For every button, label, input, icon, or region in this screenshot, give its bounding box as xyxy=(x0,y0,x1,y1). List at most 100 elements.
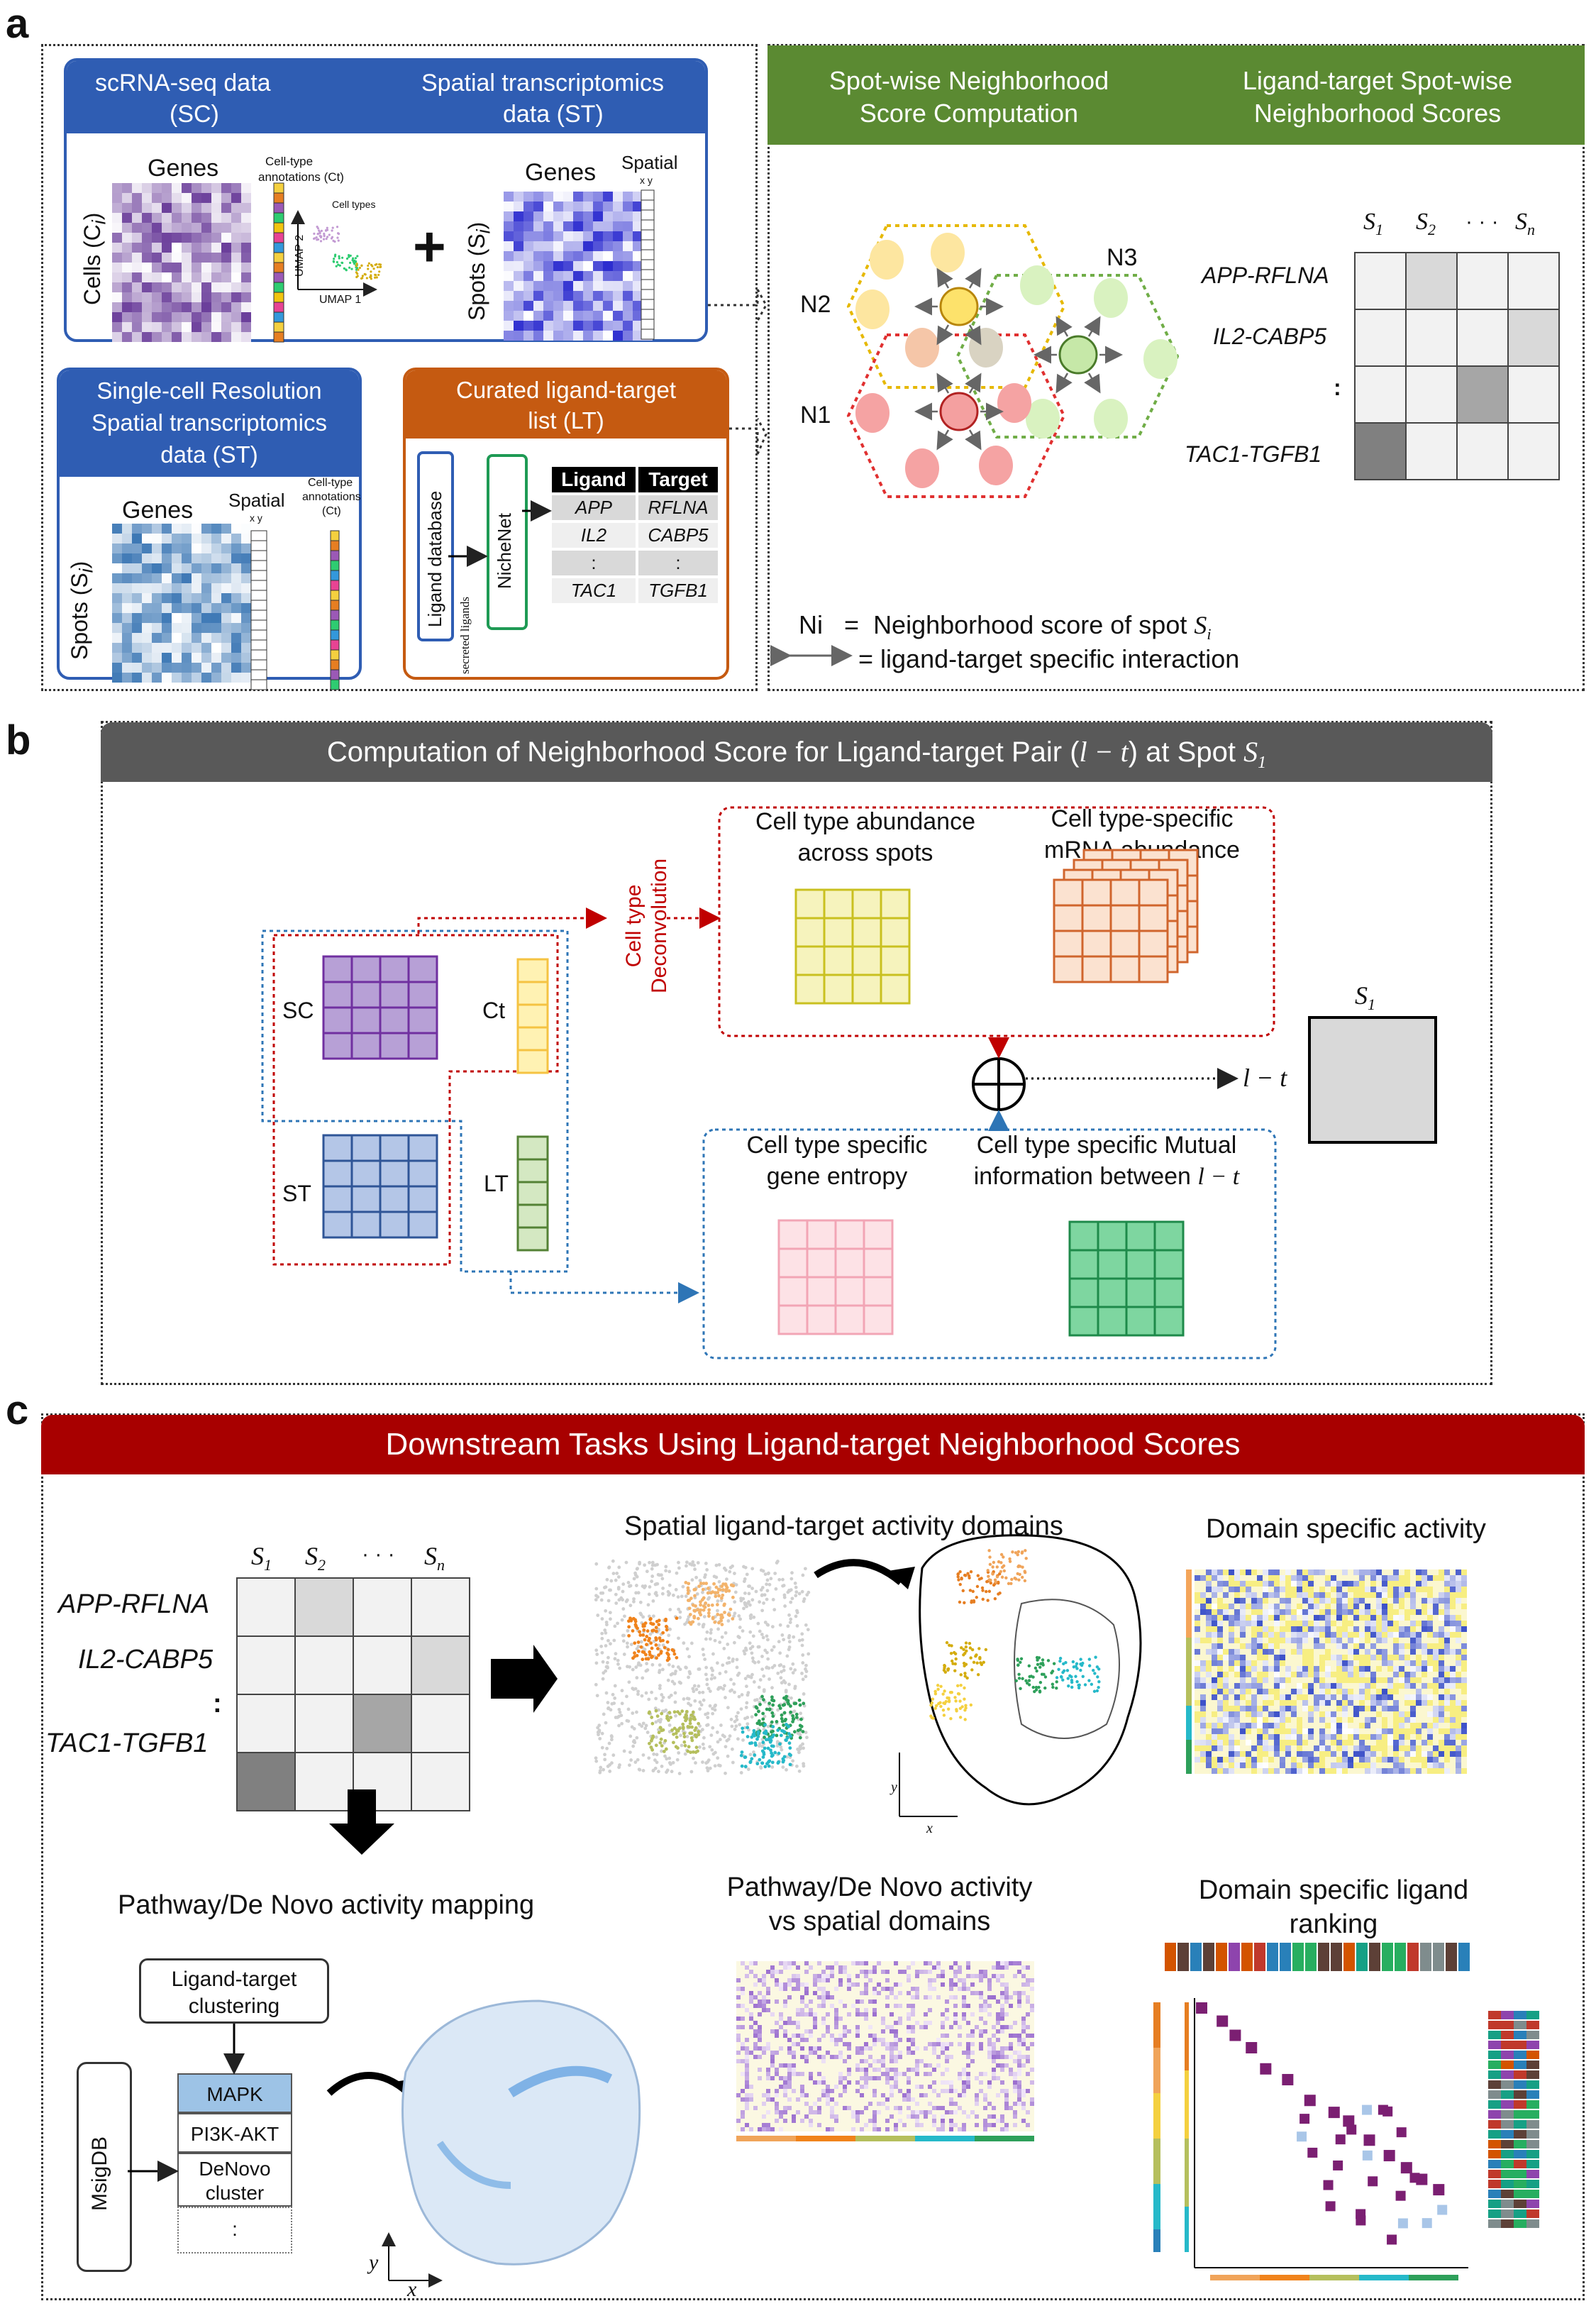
c-matrix-row: APP-RFLNA xyxy=(58,1589,210,1619)
sc-cells-label: Cells (Ci) xyxy=(79,212,110,305)
green-header-right-1: Ligand-target Spot-wise xyxy=(1242,66,1513,95)
st-genes-label: Genes xyxy=(525,159,597,186)
scst-xy-label: x y xyxy=(250,512,262,524)
msigdb-label: MsigDB xyxy=(88,2136,111,2211)
domain-activity-title: Domain specific activity xyxy=(1206,1514,1486,1544)
panel-label-a: a xyxy=(6,1,29,47)
umap1-label: UMAP 1 xyxy=(319,294,362,306)
b-ct-label: Ct xyxy=(482,998,505,1023)
pathway-more: : xyxy=(177,2207,292,2253)
lt-ligand-cell: IL2 xyxy=(552,523,636,548)
green-header-right-2: Neighborhood Scores xyxy=(1253,99,1502,128)
scst-title-2: Spatial transcriptomics xyxy=(92,409,327,436)
nichenet-label: NicheNet xyxy=(494,513,515,589)
score-col-dots: · · · xyxy=(1465,210,1499,233)
c-matrix-col-sn: Sn xyxy=(424,1542,445,1574)
scst-card-header: Single-cell Resolution Spatial transcrip… xyxy=(60,370,359,477)
lt-header-target: Target xyxy=(638,467,718,492)
c-matrix-row: : xyxy=(213,1689,222,1719)
st-spatial-label: Spatial xyxy=(621,152,678,173)
lt-title-2: list (LT) xyxy=(528,407,604,434)
score-col-s2: S2 xyxy=(1416,209,1436,238)
ligand-database-label: Ligand database xyxy=(424,490,445,627)
c-matrix-row: TAC1-TGFB1 xyxy=(45,1728,209,1758)
b-st-label: ST xyxy=(282,1181,311,1206)
sc-title-2: (SC) xyxy=(170,101,219,128)
c-matrix-col-s1: S1 xyxy=(251,1542,272,1574)
deconvolution-label-2: Deconvolution xyxy=(648,858,671,993)
lt-title-1: Curated ligand-target xyxy=(455,377,677,403)
lt-target-cell: RFLNA xyxy=(638,495,718,520)
lt-target-cell: : xyxy=(638,551,718,575)
b-lt-label: LT xyxy=(484,1171,509,1196)
pathway-pi3k: PI3K-AKT xyxy=(177,2113,292,2153)
spatial-domains-title: Spatial ligand-target activity domains xyxy=(624,1511,1063,1541)
ct-annotation-label-2: annotations (Ct) xyxy=(258,170,344,184)
green-header-left-1: Spot-wise Neighborhood xyxy=(829,66,1109,95)
mapping-axis-x: x xyxy=(407,2278,417,2301)
pathway-mapk: MAPK xyxy=(177,2073,292,2113)
spot-s3-label: S3 xyxy=(1064,342,1080,367)
n1-label: N1 xyxy=(800,402,831,429)
score-col-s1: S1 xyxy=(1363,209,1383,238)
score-row-label: IL2-CABP5 xyxy=(1213,324,1327,349)
sc-data-card: scRNA-seq data (SC) Spatial transcriptom… xyxy=(64,58,708,342)
cell-types-label: Cell types xyxy=(332,199,376,210)
scst-ct-label-2: annotations xyxy=(302,491,361,503)
brain-axis-x: x xyxy=(926,1821,933,1836)
c-matrix-col-s2: S2 xyxy=(305,1542,326,1574)
st-title-2: data (ST) xyxy=(503,101,604,128)
sc-genes-label: Genes xyxy=(148,155,219,182)
score-row-label: TAC1-TGFB1 xyxy=(1185,441,1322,467)
score-row-label: : xyxy=(1334,375,1341,400)
scst-ct-label-1: Cell-type xyxy=(308,477,353,489)
st-title-1: Spatial transcriptomics xyxy=(421,70,665,96)
deconvolution-label: Cell type Deconvolution xyxy=(621,859,672,993)
panel-b-banner: Computation of Neighborhood Score for Li… xyxy=(101,722,1492,782)
output-s1-label: S1 xyxy=(1355,981,1375,1014)
panel-c-banner: Downstream Tasks Using Ligand-target Nei… xyxy=(41,1415,1585,1474)
panel-label-b: b xyxy=(6,717,31,763)
sc-title-1: scRNA-seq data xyxy=(95,70,271,96)
secreted-ligands-label: secreted ligands xyxy=(458,596,472,674)
scst-ct-label-3: (Ct) xyxy=(322,505,341,517)
mapping-axis-y: y xyxy=(369,2251,379,2274)
lt-header-ligand: Ligand xyxy=(552,467,636,492)
score-row-label: APP-RFLNA xyxy=(1202,263,1329,288)
scst-genes-label: Genes xyxy=(122,497,194,524)
lt-card-header: Curated ligand-target list (LT) xyxy=(406,370,726,438)
plus-sign: + xyxy=(413,215,446,278)
lt-target-cell: TGFB1 xyxy=(638,578,718,603)
output-lt-label: l − t xyxy=(1243,1064,1287,1092)
score-col-sn: Sn xyxy=(1515,209,1535,238)
legend-arrow-text: = ligand-target specific interaction xyxy=(858,644,1240,673)
c-matrix-row: IL2-CABP5 xyxy=(78,1645,214,1675)
lt-target-cell: CABP5 xyxy=(638,523,718,548)
legend-ni: Ni = Neighborhood score of spot Si xyxy=(799,610,1212,644)
scst-spatial-label: Spatial xyxy=(228,490,285,511)
spot-s1-label: S1 xyxy=(943,400,960,425)
green-header-left-2: Score Computation xyxy=(859,99,1079,128)
scst-data-card: Single-cell Resolution Spatial transcrip… xyxy=(57,368,362,680)
brain-axis-y: y xyxy=(891,1780,897,1795)
n3-label: N3 xyxy=(1107,244,1138,271)
panel-label-c: c xyxy=(6,1387,29,1433)
st-spots-label: Spots (Si) xyxy=(464,221,494,321)
scst-title-1: Single-cell Resolution xyxy=(96,377,322,404)
sc-card-header: scRNA-seq data (SC) Spatial transcriptom… xyxy=(67,61,705,133)
b-sc-label: SC xyxy=(282,998,314,1023)
scst-spots-label: Spots (Si) xyxy=(67,561,97,660)
spot-s2-label: S2 xyxy=(943,294,960,319)
deconvolution-label-1: Cell type xyxy=(622,884,645,968)
umap2-label: UMAP 2 xyxy=(294,234,306,277)
lt-ligand-cell: : xyxy=(552,551,636,575)
a-bracket-arrow xyxy=(756,289,767,455)
lt-ligand-cell: APP xyxy=(552,495,636,520)
